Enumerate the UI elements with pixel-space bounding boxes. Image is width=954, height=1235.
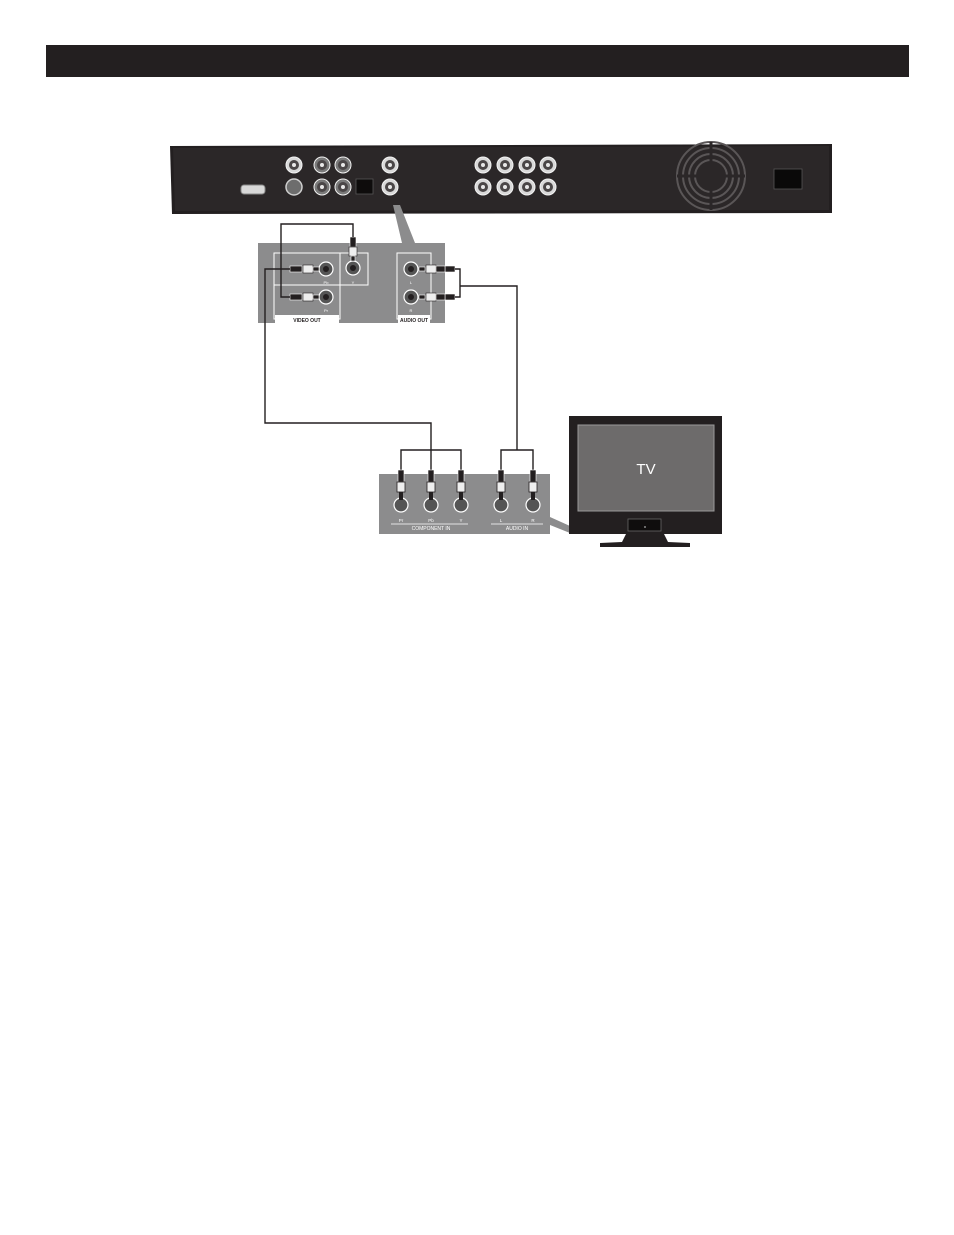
power-socket <box>774 169 802 189</box>
tv-label-y: Y <box>459 518 462 523</box>
rca-jack <box>475 179 491 195</box>
component-in-label: COMPONENT IN <box>412 526 451 532</box>
hdmi-port <box>241 185 265 194</box>
optical-port <box>356 179 373 194</box>
tv-set: TV <box>569 416 722 547</box>
tv-screen-label: TV <box>636 461 655 478</box>
rca-jack <box>519 179 535 195</box>
video-out-label: VIDEO OUT <box>293 318 321 324</box>
svg-text:Y: Y <box>352 280 355 285</box>
rca-jack <box>540 157 556 173</box>
tv-label-pb: Pb <box>428 518 434 523</box>
rca-jack <box>382 157 398 173</box>
audio-out-label: AUDIO OUT <box>400 318 428 324</box>
tv-label-pr: Pr <box>399 518 404 523</box>
svg-text:Pr: Pr <box>324 308 329 313</box>
rca-jack <box>335 179 351 195</box>
tv-stand <box>600 534 690 547</box>
s-video-port <box>286 179 302 195</box>
rca-jack <box>475 157 491 173</box>
player-rear-panel <box>170 142 832 214</box>
tv-input-panel: COMPONENT IN AUDIO IN Pr Pb Y L R <box>379 470 550 534</box>
cable-audio-bundle <box>501 450 533 470</box>
tv-callout <box>550 517 570 533</box>
player-output-panel: VIDEO OUT AUDIO OUT Pb Pr Y L R <box>258 237 455 324</box>
rca-jack <box>314 179 330 195</box>
cable-audio <box>455 269 517 450</box>
cable-component-bundle <box>401 450 461 470</box>
rca-jack <box>335 157 351 173</box>
svg-text:Pb: Pb <box>324 280 330 285</box>
rca-jack <box>382 179 398 195</box>
rca-jack <box>286 157 302 173</box>
rca-jack <box>314 157 330 173</box>
audio-in-label: AUDIO IN <box>506 526 529 532</box>
rca-jack <box>497 179 513 195</box>
fan-grille <box>677 142 745 210</box>
rca-jack <box>540 179 556 195</box>
svg-text:R: R <box>410 308 413 313</box>
rca-jack <box>497 157 513 173</box>
rca-jack <box>519 157 535 173</box>
